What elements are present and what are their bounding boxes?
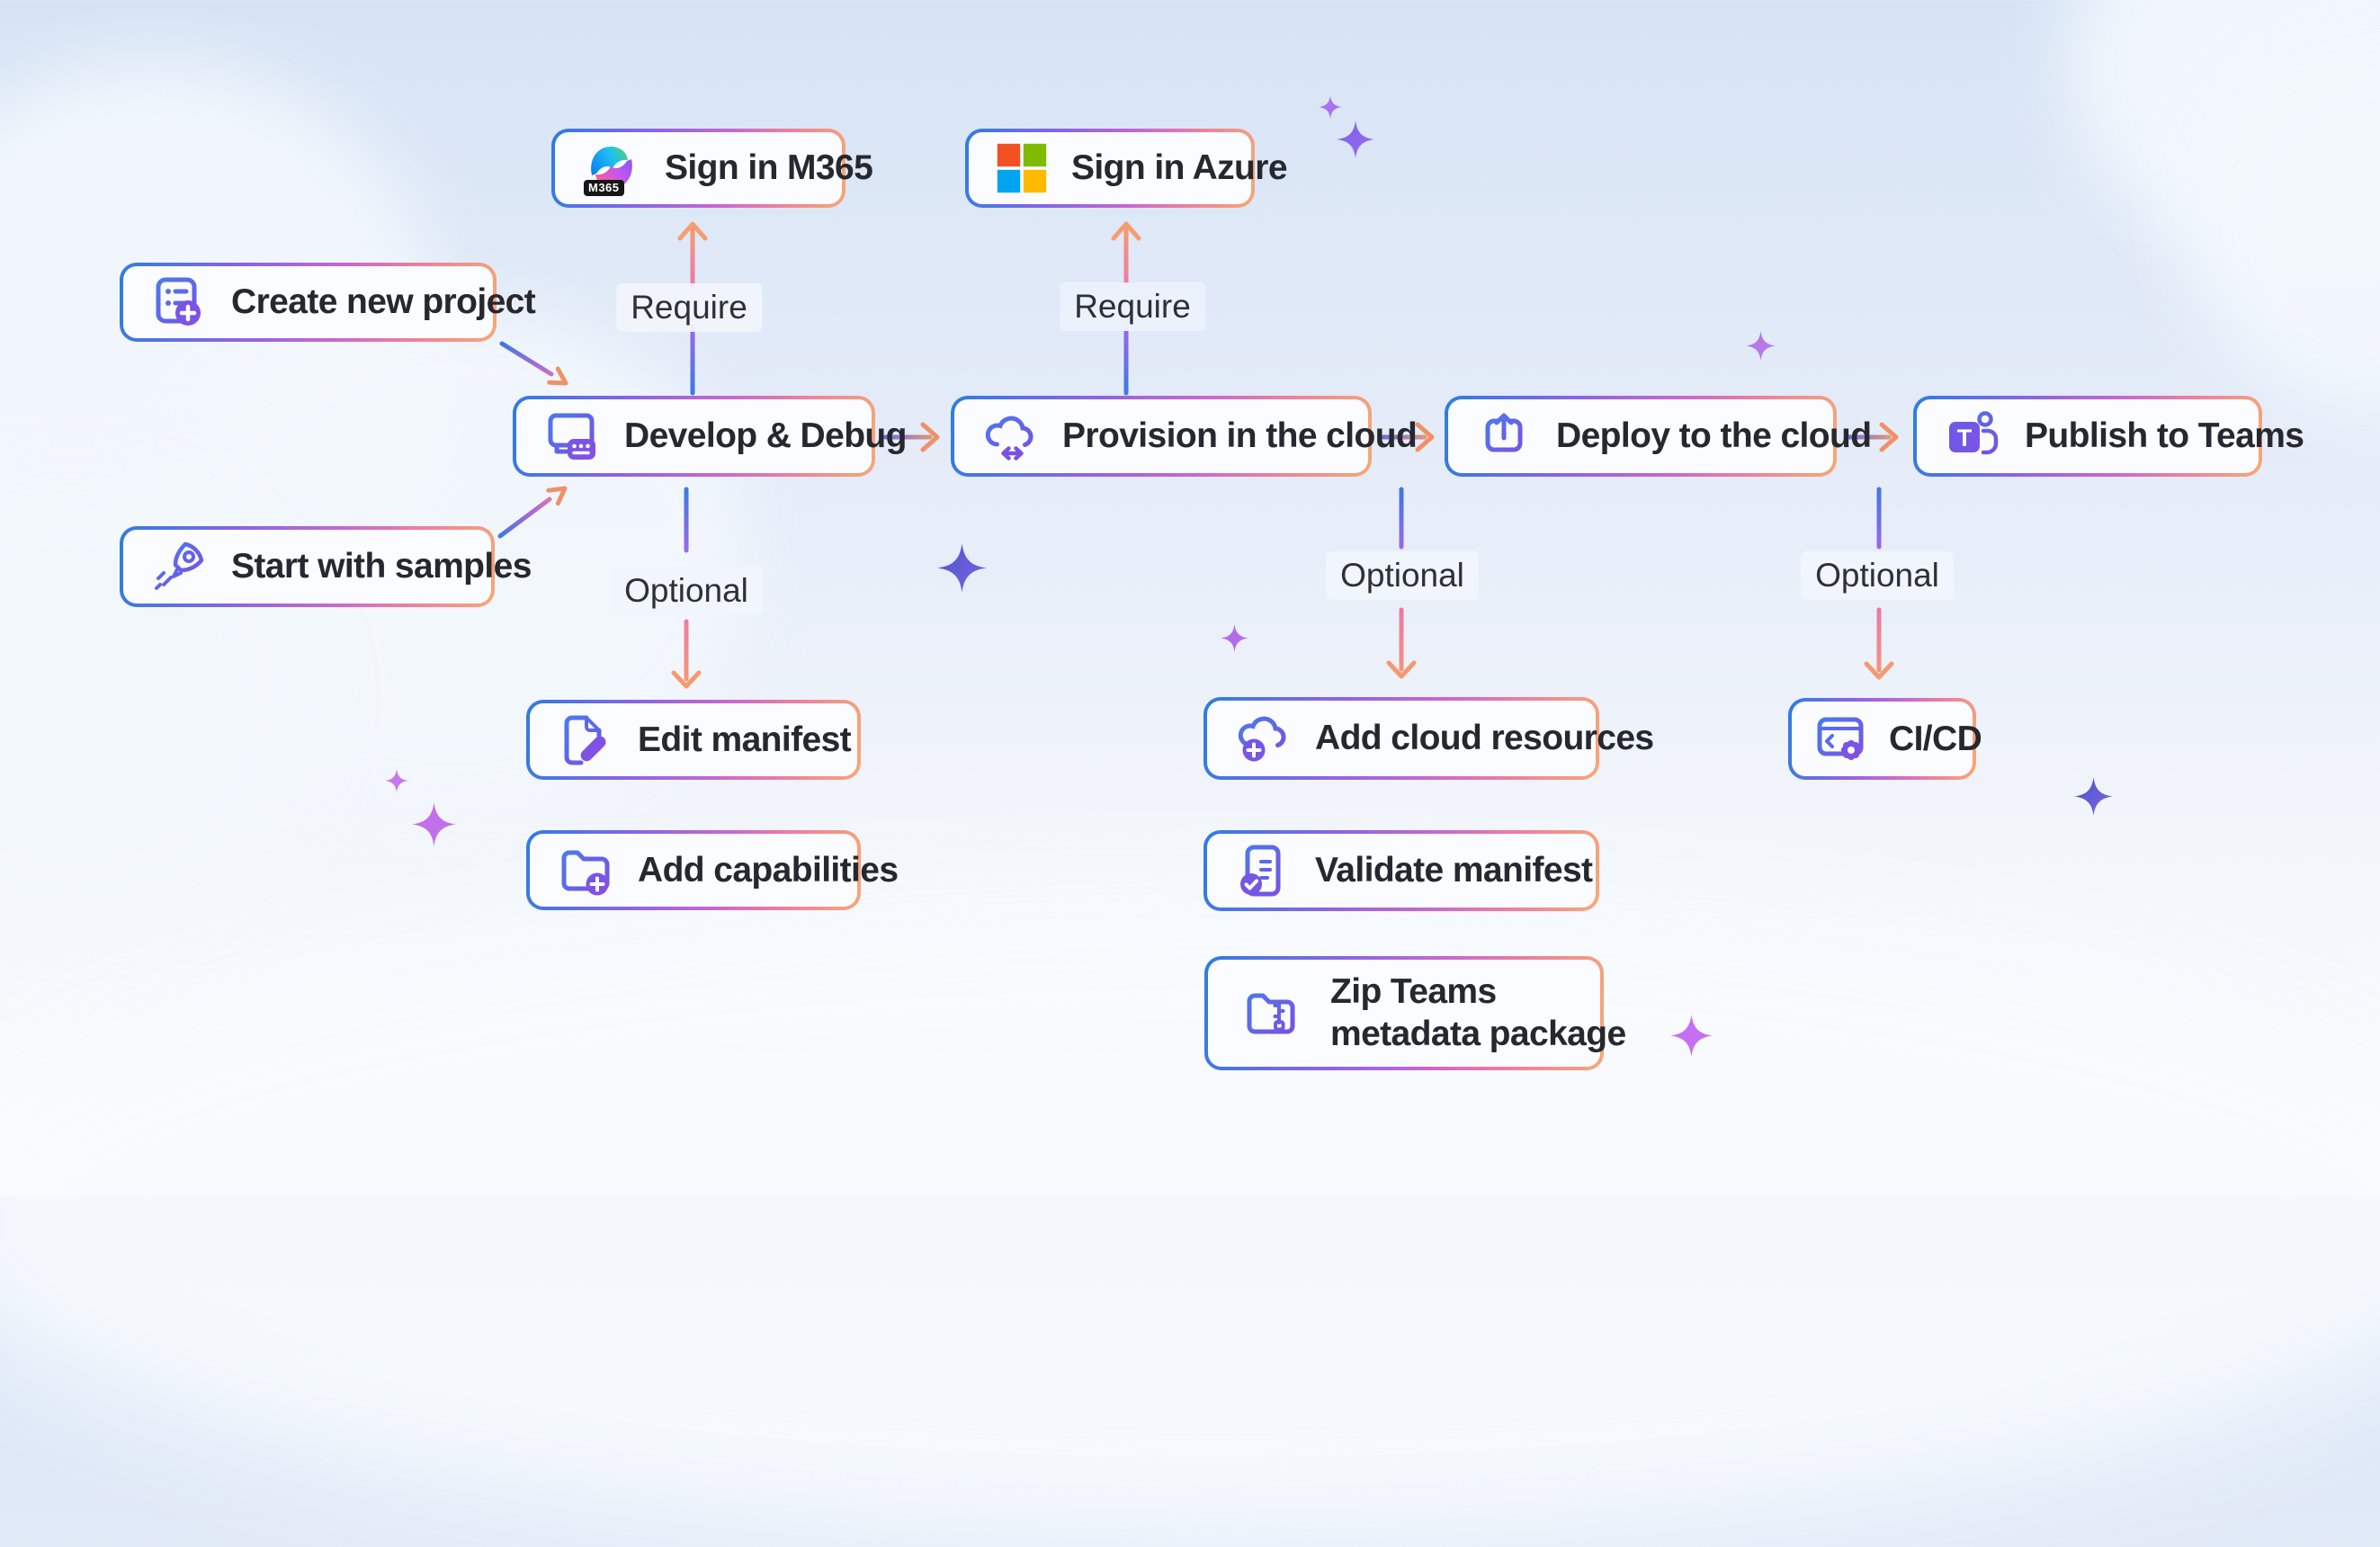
node-validate-manifest: Validate manifest bbox=[1203, 830, 1599, 911]
cloud-shape bbox=[0, 899, 2380, 1547]
sparkle-icon bbox=[937, 543, 987, 593]
node-label: Deploy to the cloud bbox=[1556, 416, 1872, 455]
node-label: Sign in Azure bbox=[1071, 148, 1288, 187]
edit-document-icon bbox=[557, 711, 614, 769]
node-label: Validate manifest bbox=[1315, 851, 1593, 890]
node-deploy: Deploy to the cloud bbox=[1445, 396, 1872, 477]
node-develop-debug: Develop & Debug bbox=[513, 396, 907, 477]
cloud-upload-icon bbox=[1475, 407, 1533, 465]
node-add-capabilities: Add capabilities bbox=[526, 830, 899, 910]
node-create-new-project: Create new project bbox=[120, 263, 536, 342]
node-sign-in-m365: M365 Sign in M365 bbox=[551, 129, 873, 208]
node-label: Publish to Teams bbox=[2025, 416, 2304, 455]
node-label: Create new project bbox=[231, 282, 536, 321]
node-provision: Provision in the cloud bbox=[951, 396, 1418, 477]
document-check-icon bbox=[1234, 842, 1292, 899]
sparkle-icon bbox=[385, 769, 408, 792]
cloud-sync-icon bbox=[981, 407, 1039, 465]
develop-debug-icon bbox=[543, 407, 601, 465]
node-label: Zip Teams metadata package bbox=[1330, 971, 1626, 1053]
edge-label-require: Require bbox=[1060, 282, 1205, 331]
node-label: CI/CD bbox=[1889, 719, 1982, 758]
edge-label-optional: Optional bbox=[1326, 551, 1479, 600]
svg-text:T: T bbox=[1957, 425, 1973, 452]
node-label: Start with samples bbox=[231, 547, 532, 586]
node-label: Provision in the cloud bbox=[1062, 416, 1418, 455]
sparkle-icon bbox=[412, 802, 456, 846]
node-label: Sign in M365 bbox=[665, 148, 873, 187]
node-cicd: CI/CD bbox=[1788, 698, 1982, 780]
teams-icon: T bbox=[1944, 407, 2001, 465]
edge-label-optional: Optional bbox=[610, 567, 763, 615]
zip-folder-icon bbox=[1242, 985, 1300, 1042]
node-zip-package: Zip Teams metadata package bbox=[1204, 956, 1626, 1070]
sparkle-icon bbox=[1337, 121, 1374, 158]
edge-label-optional: Optional bbox=[1801, 551, 1954, 600]
node-start-with-samples: Start with samples bbox=[120, 526, 532, 607]
microsoft-logo-icon bbox=[996, 142, 1048, 194]
node-label: Add cloud resources bbox=[1315, 719, 1654, 757]
sparkle-icon bbox=[1670, 1015, 1713, 1057]
node-label: Add capabilities bbox=[638, 850, 899, 890]
m365-icon: M365 bbox=[582, 139, 641, 198]
flow-diagram: M365 Sign in M365 Sign in Azure bbox=[0, 0, 2380, 1070]
node-add-cloud-resources: Add cloud resources bbox=[1203, 697, 1654, 780]
node-label: Develop & Debug bbox=[624, 416, 907, 455]
new-project-icon bbox=[150, 273, 208, 331]
edge-label-require: Require bbox=[616, 283, 762, 332]
sparkle-icon bbox=[1221, 624, 1248, 652]
window-gear-icon bbox=[1813, 711, 1871, 768]
folder-add-icon bbox=[557, 842, 614, 899]
node-label: Edit manifest bbox=[638, 720, 852, 759]
m365-badge: M365 bbox=[584, 180, 624, 196]
sparkle-icon bbox=[1319, 95, 1342, 119]
sparkle-icon bbox=[2074, 777, 2113, 816]
node-sign-in-azure: Sign in Azure bbox=[965, 129, 1288, 208]
node-publish: T Publish to Teams bbox=[1913, 396, 2304, 477]
node-edit-manifest: Edit manifest bbox=[526, 700, 861, 780]
cloud-add-icon bbox=[1234, 710, 1292, 767]
rocket-icon bbox=[150, 538, 208, 595]
sparkle-icon bbox=[1746, 331, 1776, 361]
